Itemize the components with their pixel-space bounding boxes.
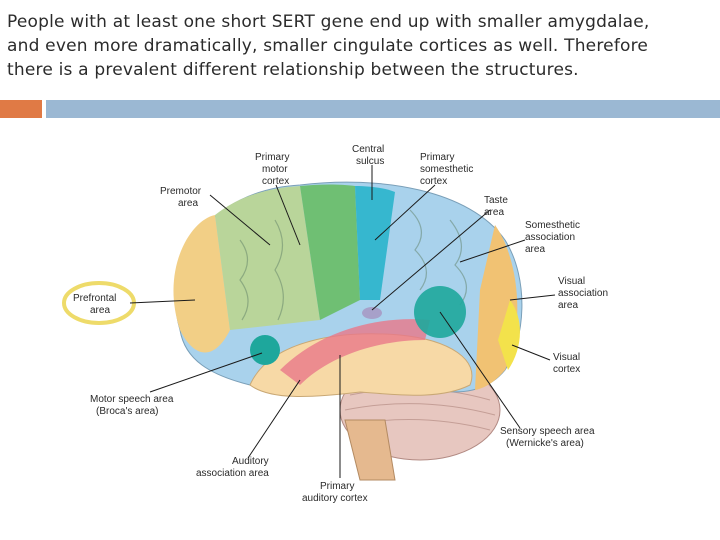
brain-diagram: Primary motor cortex Central sulcus Prim… bbox=[62, 144, 611, 504]
paragraph-line: People with at least one short SERT gene… bbox=[7, 12, 650, 32]
label-visual-cortex: Visual cortex bbox=[553, 352, 583, 375]
label-sensory-speech: Sensory speech area (Wernicke's area) bbox=[500, 426, 597, 449]
label-taste: Taste area bbox=[484, 195, 511, 218]
broca-area bbox=[250, 335, 280, 365]
accent-bar-orange bbox=[0, 100, 42, 118]
brainstem bbox=[344, 419, 396, 481]
auditory-region bbox=[280, 319, 430, 385]
label-primary-auditory: Primary auditory cortex bbox=[302, 481, 368, 504]
gyri-texture bbox=[239, 209, 467, 321]
paragraph-line: and even more dramatically, smaller cing… bbox=[7, 36, 649, 56]
accent-bar-blue bbox=[46, 100, 720, 118]
label-visual-association: Visual association area bbox=[558, 276, 611, 311]
paragraph-line: there is a prevalent different relations… bbox=[7, 60, 579, 80]
label-premotor: Premotor area bbox=[160, 186, 204, 209]
taste-area bbox=[362, 307, 382, 319]
motor-region bbox=[300, 184, 360, 320]
slide-paragraph: People with at least one short SERT gene… bbox=[7, 10, 713, 82]
visual-cortex-region bbox=[498, 300, 520, 370]
premotor-region bbox=[215, 186, 320, 330]
prefrontal-region bbox=[173, 215, 230, 353]
label-auditory-association: Auditory association area bbox=[196, 456, 271, 479]
label-central-sulcus: Central sulcus bbox=[352, 144, 387, 167]
label-primary-somesthetic: Primary somesthetic cortex bbox=[420, 152, 476, 187]
central-sulcus-region bbox=[355, 186, 395, 300]
label-somesthetic-association: Somesthetic association area bbox=[525, 220, 583, 255]
label-primary-motor: Primary motor cortex bbox=[255, 152, 292, 187]
label-prefrontal: Prefrontal area bbox=[73, 293, 119, 316]
label-motor-speech: Motor speech area (Broca's area) bbox=[90, 394, 176, 417]
